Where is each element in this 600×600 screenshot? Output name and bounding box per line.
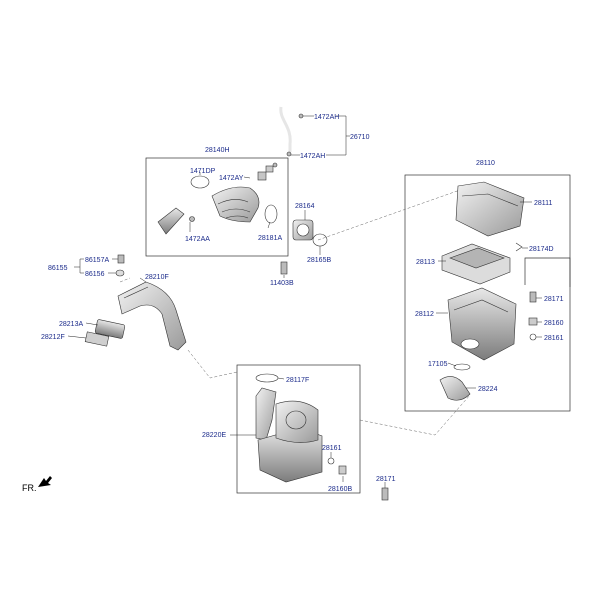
resonator-1472aa [157,207,185,235]
clip-86156 [115,269,125,277]
label-26710: 26710 [350,134,370,141]
bracket-28213a [94,319,126,339]
air-cleaner-group-frame [404,174,571,412]
collar-28161 [529,333,537,341]
cleaner-body-28112 [447,287,517,361]
pad-28212f [84,331,110,347]
leader-line [85,322,99,326]
label-28160-right: 28160 [544,320,564,327]
assembly-line [317,189,461,241]
clamp-1471dp [190,175,210,189]
leader-line [326,115,347,156]
label-1472ay: 1472AY [219,175,244,182]
label-28117f: 28117F [286,377,309,384]
label-1472ah-top: 1472AH [314,114,339,121]
label-28181a: 28181A [258,235,282,242]
leader-line [267,221,271,229]
label-28220e: 28220E [202,432,226,439]
clip-28174d [515,242,523,252]
cleaner-body-edge [453,299,509,313]
label-28224: 28224 [478,386,498,393]
leader-line [67,335,87,339]
label-1472aa: 1472AA [185,236,210,243]
collar-28161-bottom [327,457,335,465]
assembly-line [119,277,131,283]
connector-1472ay [257,171,267,181]
sensor-bore [296,223,310,237]
label-28171-bottom: 28171 [376,476,396,483]
clamp-28117f [255,373,279,383]
bolt-86157a [117,254,125,264]
resonator-pipe-28220e [255,387,277,441]
orientation-label: FR. [22,483,37,493]
label-86157a: 86157A [85,257,109,264]
label-86156: 86156 [85,271,105,278]
assembly-line [187,349,238,379]
resonator-group-frame [236,364,361,494]
hose-clamp-1472ah-bottom [286,151,292,157]
label-28161-right: 28161 [544,335,564,342]
front-arrow-icon [38,476,52,487]
label-1471dp: 1471DP [190,168,216,175]
label-17105: 17105 [428,361,448,368]
connector-fitting [265,165,274,173]
leader-line [74,258,84,268]
label-28210f: 28210F [145,274,169,281]
label-28140h: 28140H [205,147,230,154]
leader-line [79,267,84,274]
label-28112: 28112 [415,311,434,318]
label-28164: 28164 [295,203,315,210]
assembly-line [359,394,471,436]
gasket-28165b [312,233,328,247]
leader-line [277,377,285,380]
intake-hose-rib [221,208,251,213]
label-11403b: 11403B [270,280,294,287]
label-28165b: 28165B [307,257,331,264]
label-1472ah-bottom: 1472AH [300,153,325,160]
intake-hose-28140h [211,186,260,223]
intake-hose-rib [217,199,249,205]
inlet-duct-rib [123,286,149,299]
label-28160b: 28160B [328,486,352,493]
grommet-28160 [528,317,538,326]
label-28174d: 28174D [529,246,554,253]
label-28171-right: 28171 [544,296,564,303]
intake-hose-rib [225,215,249,219]
hose-28224 [439,376,471,401]
bolt-11403b [280,261,288,275]
filter-media [449,247,505,269]
resonator-chamber [275,400,319,443]
leader-line [243,176,251,179]
hose-clamp-1472ah-top [298,113,304,119]
leader-line [139,277,147,283]
cleaner-body-outlet [460,338,480,350]
resonator-port [285,410,307,430]
label-28110: 28110 [476,160,495,167]
label-28113: 28113 [416,259,435,266]
bolt-28171 [529,291,537,303]
label-28161-bottom: 28161 [322,445,342,452]
label-28212f: 28212F [41,334,65,341]
clamp-screw [189,216,195,222]
inlet-duct-28210f [117,281,187,351]
label-28111: 28111 [534,200,553,207]
cleaner-cover-edge [461,193,519,207]
label-86155: 86155 [48,265,68,272]
grommet-28160b [338,465,347,475]
clamp-28181a [264,204,278,224]
cleaner-cover-28111 [455,181,525,237]
leader-line [447,362,457,367]
clip-bracket-frame [524,257,571,287]
bolt-28171-bottom [381,487,389,501]
connector-fitting-cap [272,162,278,168]
label-28213a: 28213A [59,321,83,328]
breather-hose-26710-core [279,106,292,152]
air-duct-group-frame [145,157,289,257]
clamp-17105 [453,363,471,371]
